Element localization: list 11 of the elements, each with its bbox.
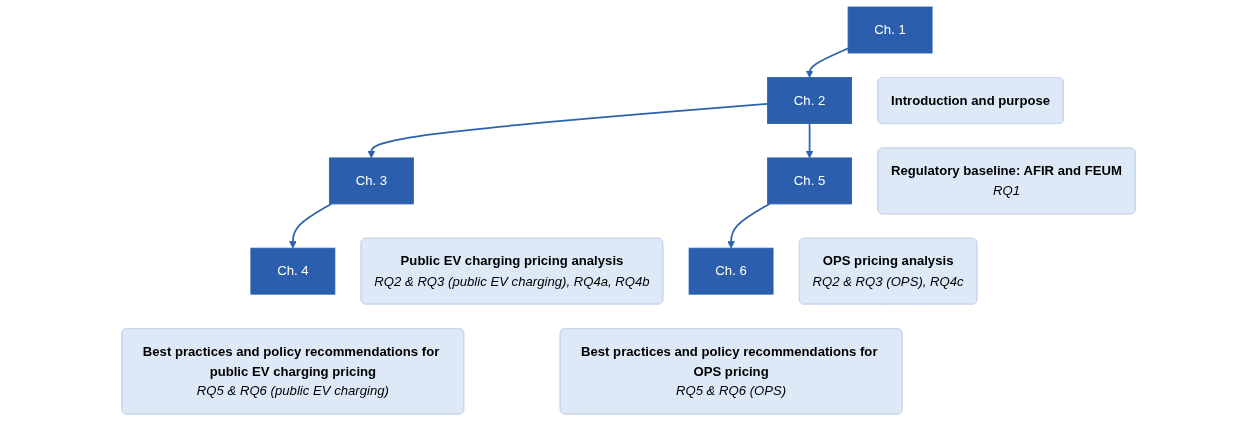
arrow [805,47,849,78]
arrow [367,103,769,159]
arrow [288,203,333,249]
node-box: Ch. 5 [767,157,852,205]
arrow [727,203,771,249]
node-box: Ch. 3 [328,157,414,205]
node-box: Ch. 2 [767,77,852,124]
node-box: Ch. 1 [847,6,933,54]
node-box: Ch. 6 [688,247,774,295]
arrow [805,122,814,159]
node-box: Ch. 4 [250,247,336,295]
